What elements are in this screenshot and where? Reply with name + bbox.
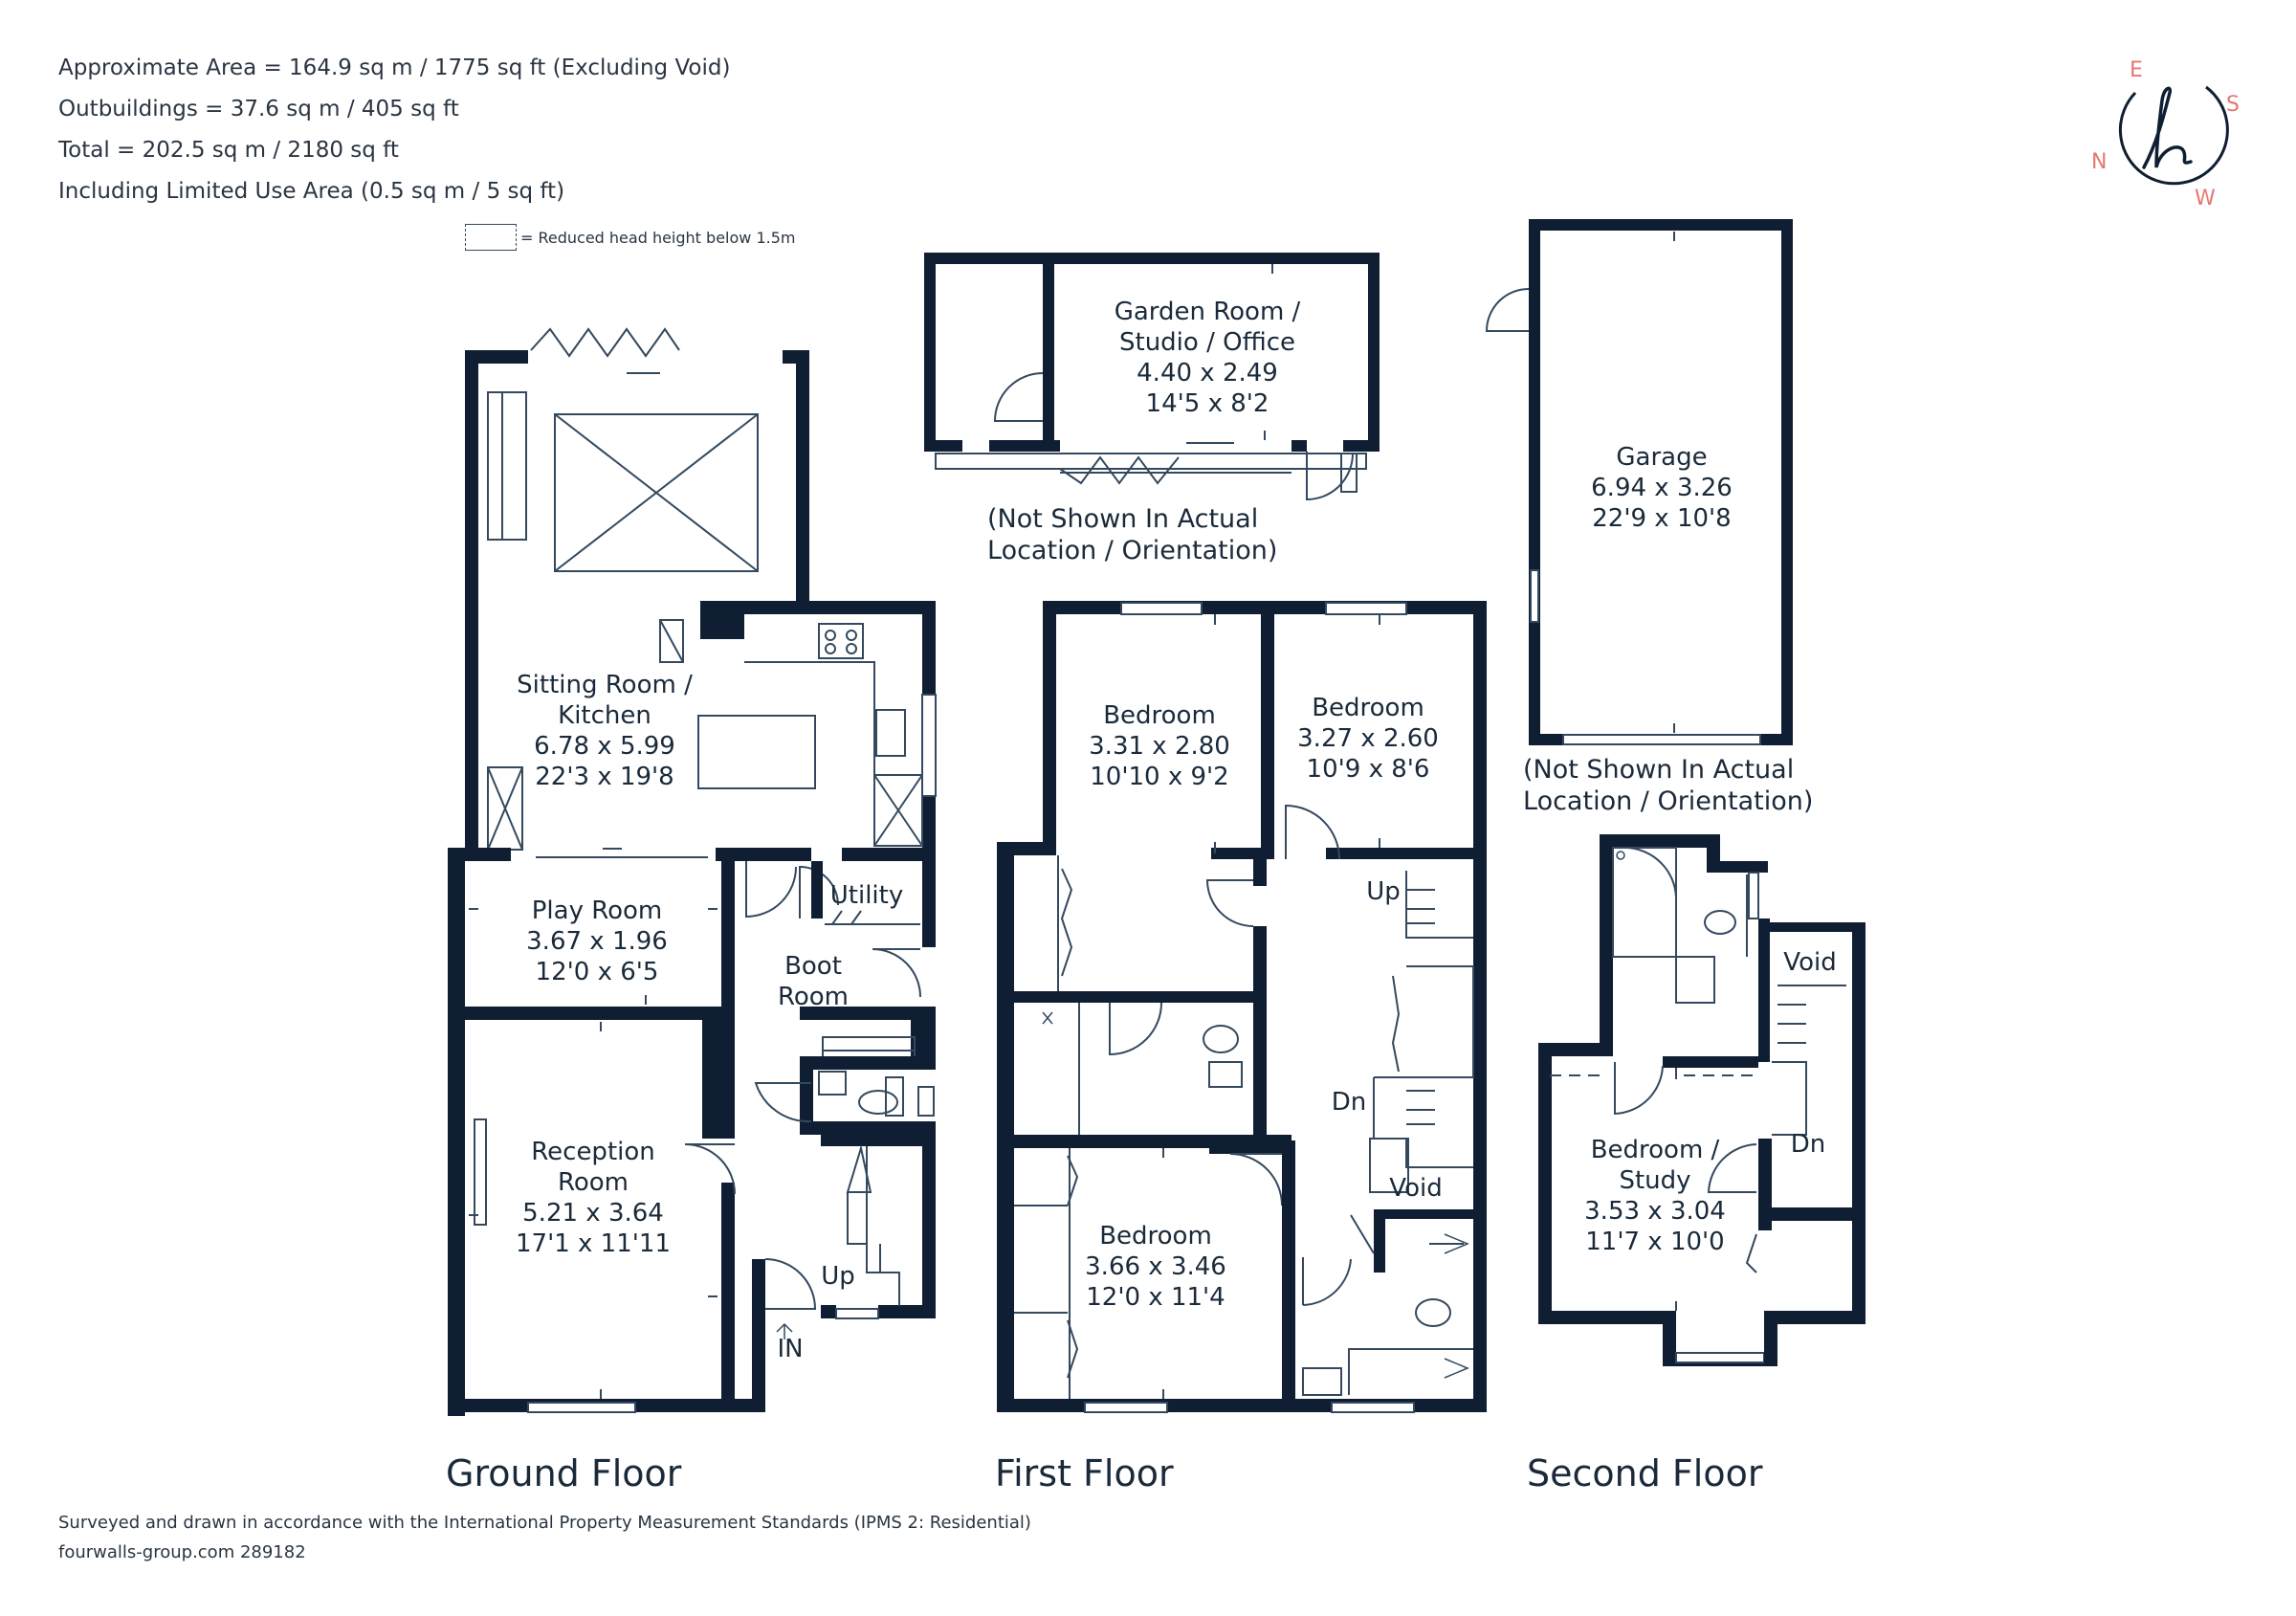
sitting-room-label-1: Sitting Room / bbox=[517, 671, 693, 699]
first-bedroom-1-dimension-ft: 10'10 x 9'2 bbox=[1090, 763, 1228, 791]
second-bedroom-label-1: Bedroom / bbox=[1591, 1136, 1720, 1164]
second-bedroom-dimension-ft: 11'7 x 10'0 bbox=[1585, 1228, 1724, 1256]
garage-outbuilding bbox=[1485, 219, 1793, 745]
garage-label: Garage bbox=[1616, 443, 1707, 472]
play-room-label: Play Room bbox=[532, 897, 663, 925]
reception-room-label-2: Room bbox=[558, 1168, 629, 1197]
garage-dimension-m: 6.94 x 3.26 bbox=[1591, 474, 1733, 502]
reception-room-label-1: Reception bbox=[531, 1138, 655, 1166]
reception-room-dimension-m: 5.21 x 3.64 bbox=[522, 1199, 664, 1228]
first-bedroom-1-dimension-m: 3.31 x 2.80 bbox=[1089, 732, 1230, 761]
ground-entrance-label: IN bbox=[777, 1335, 803, 1363]
sitting-room-dimension-ft: 22'3 x 19'8 bbox=[535, 763, 673, 791]
compass-south-letter: S bbox=[2226, 93, 2240, 117]
garden-room-outbuilding bbox=[924, 253, 1380, 501]
head-height-legend: = Reduced head height below 1.5m bbox=[465, 223, 795, 252]
boot-room-label-2: Room bbox=[778, 983, 849, 1011]
garden-room-label-1: Garden Room / bbox=[1115, 298, 1301, 326]
reference-text: fourwalls-group.com 289182 bbox=[58, 1542, 306, 1562]
compass-ring-icon bbox=[2118, 85, 2229, 186]
first-bedroom-3-label: Bedroom bbox=[1099, 1222, 1212, 1251]
play-room-dimension-ft: 12'0 x 6'5 bbox=[536, 958, 659, 986]
compass-logo: E S N W bbox=[2091, 55, 2254, 217]
approximate-area-text: Approximate Area = 164.9 sq m / 1775 sq … bbox=[58, 55, 731, 80]
first-bedroom-3-dimension-ft: 12'0 x 11'4 bbox=[1086, 1283, 1225, 1312]
boot-room-label-1: Boot bbox=[784, 952, 842, 981]
second-floor-plan bbox=[1538, 834, 1866, 1366]
legend-text: = Reduced head height below 1.5m bbox=[520, 228, 796, 247]
second-void-label: Void bbox=[1783, 948, 1836, 977]
garden-room-location-note: (Not Shown In Actual Location / Orientat… bbox=[987, 503, 1277, 566]
first-bedroom-3-dimension-m: 3.66 x 3.46 bbox=[1085, 1252, 1226, 1281]
ground-stairs-up-label: Up bbox=[821, 1262, 855, 1291]
first-floor-title: First Floor bbox=[995, 1452, 1174, 1494]
sitting-room-label-2: Kitchen bbox=[558, 701, 651, 730]
compass-north-letter: N bbox=[2091, 150, 2108, 174]
first-floor-plan bbox=[997, 601, 1487, 1413]
second-bedroom-label-2: Study bbox=[1619, 1166, 1690, 1195]
limited-use-area-text: Including Limited Use Area (0.5 sq m / 5… bbox=[58, 179, 565, 204]
second-floor-title: Second Floor bbox=[1527, 1452, 1763, 1494]
garage-note-line-1: (Not Shown In Actual bbox=[1523, 755, 1795, 785]
sitting-room-dimension-m: 6.78 x 5.99 bbox=[534, 732, 675, 761]
garden-note-line-1: (Not Shown In Actual bbox=[987, 504, 1259, 534]
second-bedroom-dimension-m: 3.53 x 3.04 bbox=[1584, 1197, 1726, 1226]
first-stairs-up-label: Up bbox=[1366, 877, 1401, 906]
outbuildings-area-text: Outbuildings = 37.6 sq m / 405 sq ft bbox=[58, 97, 459, 122]
garden-room-dimension-m: 4.40 x 2.49 bbox=[1137, 359, 1278, 387]
garage-location-note: (Not Shown In Actual Location / Orientat… bbox=[1523, 754, 1813, 817]
garden-room-dimension-ft: 14'5 x 8'2 bbox=[1146, 389, 1269, 418]
first-stairs-down-label: Dn bbox=[1332, 1088, 1367, 1117]
reception-room-dimension-ft: 17'1 x 11'11 bbox=[516, 1229, 671, 1258]
garage-note-line-2: Location / Orientation) bbox=[1523, 786, 1814, 816]
first-bedroom-2-dimension-m: 3.27 x 2.60 bbox=[1297, 724, 1439, 753]
ground-floor-title: Ground Floor bbox=[446, 1452, 682, 1494]
utility-label: Utility bbox=[830, 881, 903, 910]
first-bedroom-2-dimension-ft: 10'9 x 8'6 bbox=[1307, 755, 1430, 784]
garden-room-label-2: Studio / Office bbox=[1119, 328, 1295, 357]
ground-floor-plan bbox=[448, 327, 937, 1416]
room-labels: Garden Room / Studio / Office 4.40 x 2.4… bbox=[516, 298, 1837, 1363]
first-bedroom-2-label: Bedroom bbox=[1312, 694, 1424, 722]
compass-east-letter: E bbox=[2130, 58, 2143, 82]
second-stairs-down-label: Dn bbox=[1791, 1130, 1826, 1159]
ipms-standards-text: Surveyed and drawn in accordance with th… bbox=[58, 1513, 1031, 1533]
dashed-box-icon bbox=[465, 224, 517, 251]
garage-dimension-ft: 22'9 x 10'8 bbox=[1592, 504, 1731, 533]
first-void-label: Void bbox=[1389, 1174, 1442, 1203]
total-area-text: Total = 202.5 sq m / 2180 sq ft bbox=[58, 138, 399, 163]
compass-west-letter: W bbox=[2195, 187, 2216, 210]
first-bedroom-1-label: Bedroom bbox=[1103, 701, 1216, 730]
play-room-dimension-m: 3.67 x 1.96 bbox=[526, 927, 668, 956]
garden-note-line-2: Location / Orientation) bbox=[987, 536, 1278, 565]
